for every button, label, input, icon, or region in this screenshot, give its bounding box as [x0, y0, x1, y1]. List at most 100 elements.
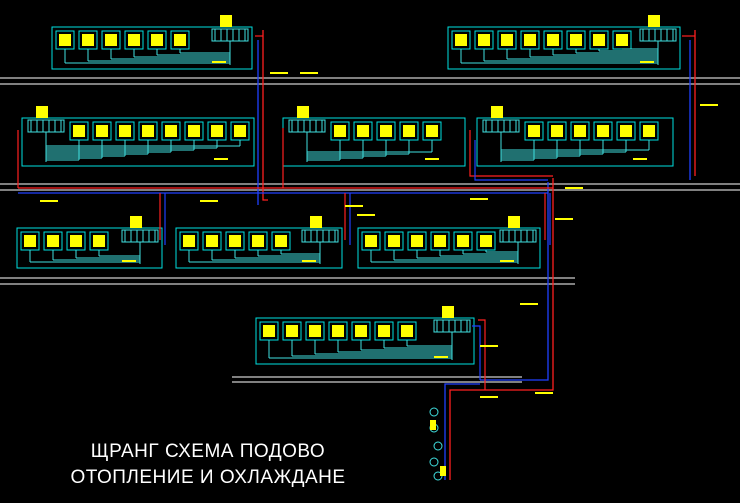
floor-loop-icon	[286, 325, 298, 337]
floor-loop-icon	[334, 125, 346, 137]
floor-loop-icon	[388, 235, 400, 247]
floor-loop-icon	[501, 34, 513, 46]
floor-loop-icon	[70, 235, 82, 247]
floor-loop-icon	[82, 34, 94, 46]
pipe-tag	[480, 345, 498, 347]
return-branch	[474, 140, 548, 181]
manifold-cabinet-icon	[36, 106, 48, 118]
manifold	[301, 229, 339, 243]
floor-loop-icon	[570, 34, 582, 46]
room-frame	[447, 26, 681, 70]
manifold-cabinet-icon	[508, 216, 520, 228]
floor-loop-icon	[380, 125, 392, 137]
floor-loop-icon	[551, 125, 563, 137]
room-frame	[175, 227, 343, 269]
pump-icon	[433, 441, 443, 451]
pipe-tag	[520, 303, 538, 305]
room-frame	[51, 26, 253, 70]
pipe-tag	[40, 200, 58, 202]
floor-loop-icon	[252, 235, 264, 247]
floor-loop-icon	[411, 235, 423, 247]
floor-loop-icon	[378, 325, 390, 337]
pipe-tag	[535, 392, 553, 394]
label-mark	[425, 158, 439, 160]
floor-loop-icon	[547, 34, 559, 46]
floor-loop-icon	[142, 125, 154, 137]
floor-loop-icon	[309, 325, 321, 337]
pump-icon	[429, 457, 439, 467]
pipe-tag	[700, 104, 718, 106]
floor-loop-icon	[434, 235, 446, 247]
supply-riser	[262, 30, 268, 201]
floor-loop-icon	[357, 125, 369, 137]
floor-loop-icon	[73, 125, 85, 137]
valve-icon	[440, 466, 446, 476]
pipe-tag	[345, 205, 363, 207]
room-frame	[21, 117, 255, 167]
manifold-cabinet-icon	[130, 216, 142, 228]
floor-loop-icon	[183, 235, 195, 247]
floor-loop-icon	[174, 34, 186, 46]
room-frame	[16, 227, 163, 269]
floor-loop-icon	[403, 125, 415, 137]
floor-loop-icon	[616, 34, 628, 46]
floor-loop-icon	[275, 235, 287, 247]
floor-loop-icon	[188, 125, 200, 137]
supply-branch	[478, 319, 486, 390]
label-mark	[302, 260, 316, 262]
pipe-tag	[300, 72, 318, 74]
manifold	[639, 28, 677, 42]
floor-loop-icon	[332, 325, 344, 337]
floor-loop-icon	[643, 125, 655, 137]
label-mark	[500, 260, 514, 262]
floor-loop-icon	[620, 125, 632, 137]
floor-loop-icon	[93, 235, 105, 247]
label-mark	[640, 61, 654, 63]
manifold	[482, 119, 520, 133]
floor-loop-icon	[59, 34, 71, 46]
floor-loop-icon	[263, 325, 275, 337]
supply-branch	[469, 130, 553, 177]
manifold-cabinet-icon	[220, 15, 232, 27]
label-mark	[212, 61, 226, 63]
manifold	[433, 319, 471, 333]
floor-loop-icon	[457, 235, 469, 247]
floor-loop-icon	[211, 125, 223, 137]
pipe-tag	[200, 200, 218, 202]
floor-loop-icon	[128, 34, 140, 46]
manifold	[27, 119, 65, 133]
floor-loop-icon	[455, 34, 467, 46]
pipe-tag	[470, 198, 488, 200]
manifold	[211, 28, 249, 42]
room-frame	[476, 117, 674, 167]
manifold	[121, 229, 159, 243]
label-mark	[434, 356, 448, 358]
valve-icon	[430, 420, 436, 430]
pipe-tag	[565, 187, 583, 189]
floor-loop-icon	[229, 235, 241, 247]
floor-loop-icon	[24, 235, 36, 247]
floor-loop-icon	[365, 235, 377, 247]
supply-main	[485, 178, 554, 391]
title-line-1: ЩРАНГ СХЕМА ПОДОВО	[90, 441, 326, 462]
floor-loop-icon	[105, 34, 117, 46]
pipe-tag	[357, 214, 375, 216]
manifold-cabinet-icon	[442, 306, 454, 318]
floor-loop-icon	[528, 125, 540, 137]
floor-loop-icon	[480, 235, 492, 247]
pipe-tag	[480, 396, 498, 398]
manifold	[499, 229, 537, 243]
floor-loop-icon	[478, 34, 490, 46]
label-mark	[214, 158, 228, 160]
floor-loop-icon	[119, 125, 131, 137]
return-to-plant	[444, 383, 480, 480]
pipe-tag	[555, 218, 573, 220]
title-line-2: ОТОПЛЕНИЕ И ОХЛАЖДАНЕ	[70, 467, 346, 488]
floor-loop-icon	[574, 125, 586, 137]
floor-loop-icon	[151, 34, 163, 46]
manifold-cabinet-icon	[310, 216, 322, 228]
return-branch	[472, 325, 481, 380]
manifold-cabinet-icon	[491, 106, 503, 118]
